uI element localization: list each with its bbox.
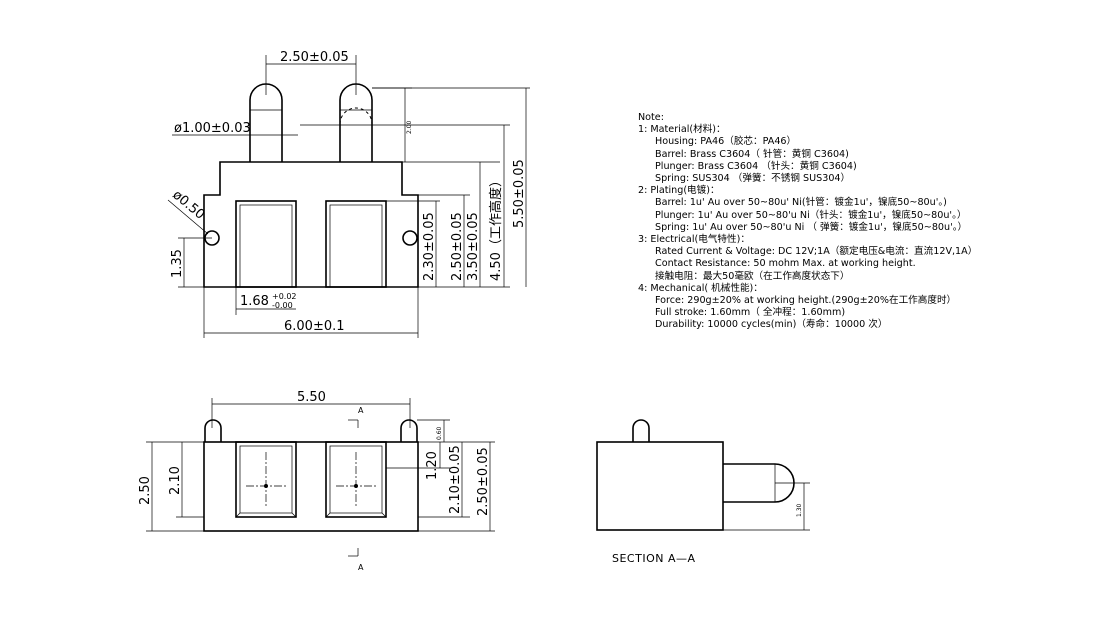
dim-bottom-left-outer: 2.50: [138, 476, 153, 505]
notes-block: Note:1: Material(材料)：Housing: PA46（胶芯：PA…: [638, 112, 977, 332]
section-body: [596, 441, 724, 531]
bottom-view: 5.50 A A 0.60 1.20 2.10±0.05 2.50±0.05 2…: [138, 390, 495, 572]
dim-section-plunger: 1.30: [796, 503, 803, 517]
dim-bottom-window-h-tol: 2.10±0.05: [448, 445, 463, 514]
note-line: 接触电阻：最大50毫欧（在工作高度状态下）: [655, 270, 850, 282]
note-line: Rated Current & Voltage: DC 12V;1A（额定电压&…: [655, 246, 978, 258]
bottom-right-window: [325, 441, 387, 518]
bottom-right-pin: [400, 419, 418, 442]
top-view: 2.50±0.05 ø1.00±0.03 2.00 ø0.50 1.35 2.3…: [167, 50, 530, 338]
bottom-left-pin: [204, 419, 222, 442]
note-line: 3: Electrical(电气特性)：: [638, 234, 750, 246]
note-line: Contact Resistance: 50 mohm Max. at work…: [655, 258, 916, 270]
dim-window-height: 2.30±0.05: [422, 212, 437, 281]
note-line: Barrel: 1u' Au over 50~80u' Ni(针管：镀金1u'，…: [655, 197, 947, 209]
note-line: Plunger: Brass C3604 （针头：黄铜 C3604): [655, 160, 857, 172]
right-pin-hidden-line: [339, 107, 373, 142]
dim-bottom-left-inner: 2.10: [168, 466, 183, 495]
section-title: SECTION A—A: [612, 552, 696, 565]
section-mark-bottom: A: [358, 563, 364, 572]
right-hole: [402, 230, 418, 246]
note-line: Note:: [638, 112, 664, 123]
section-view: 1.30: [596, 419, 810, 531]
left-window: [235, 200, 297, 288]
note-line: Force: 290g±20% at working height.(290g±…: [655, 295, 957, 307]
note-line: 1: Material(材料)：: [638, 124, 726, 136]
section-mark-top: A: [358, 406, 364, 415]
note-line: Spring: SUS304 （弹簧：不锈钢 SUS304）: [655, 173, 851, 185]
note-line: Full stroke: 1.60mm（ 全冲程：1.60mm): [655, 307, 846, 319]
dim-bottom-outer-h-tol: 2.50±0.05: [476, 447, 491, 516]
note-line: Housing: PA46（胶芯：PA46）: [655, 136, 797, 148]
dim-window-offset-lower: -0.00: [272, 301, 293, 310]
dim-body-height-1: 2.50±0.05: [450, 212, 465, 281]
dim-pin-diameter: ø1.00±0.03: [174, 121, 251, 136]
note-line: 4: Mechanical( 机械性能)：: [638, 282, 763, 294]
note-line: Barrel: Brass C3604（ 针管：黄铜 C3604): [655, 148, 849, 160]
dim-hole-height: 1.35: [170, 249, 185, 278]
section-top-pin: [632, 419, 650, 442]
right-pin: [339, 83, 373, 162]
dim-body-width: 6.00±0.1: [284, 319, 345, 334]
dim-total-height: 5.50±0.05: [512, 159, 527, 228]
dim-bottom-pin-top: 0.60: [436, 426, 443, 440]
dim-bottom-width: 5.50: [297, 390, 326, 405]
bottom-body: [203, 441, 419, 532]
dim-window-offset: 1.68: [240, 294, 269, 309]
dim-body-height-2: 3.50±0.05: [466, 212, 481, 281]
dim-pin-extend: 2.00: [406, 120, 413, 134]
dim-pin-pitch: 2.50±0.05: [280, 50, 349, 65]
note-line: Spring: 1u' Au over 50~80'u Ni （ 弹簧：镀金1u…: [655, 221, 968, 233]
dim-window-offset-upper: +0.02: [272, 292, 297, 301]
note-line: Plunger: 1u' Au over 50~80'u Ni（针头：镀金1u'…: [655, 209, 967, 221]
bottom-left-window: [235, 441, 297, 518]
dim-working-height: 4.50（工作高度）: [488, 174, 504, 281]
right-center-mark: [354, 484, 358, 488]
dim-bottom-window-h: 1.20: [425, 451, 440, 480]
note-line: 2: Plating(电镀)：: [638, 185, 720, 197]
left-pin: [249, 83, 283, 162]
note-line: Durability: 10000 cycles(min)（寿命：10000 次…: [655, 319, 888, 331]
right-window: [325, 200, 387, 288]
left-center-mark: [264, 484, 268, 488]
